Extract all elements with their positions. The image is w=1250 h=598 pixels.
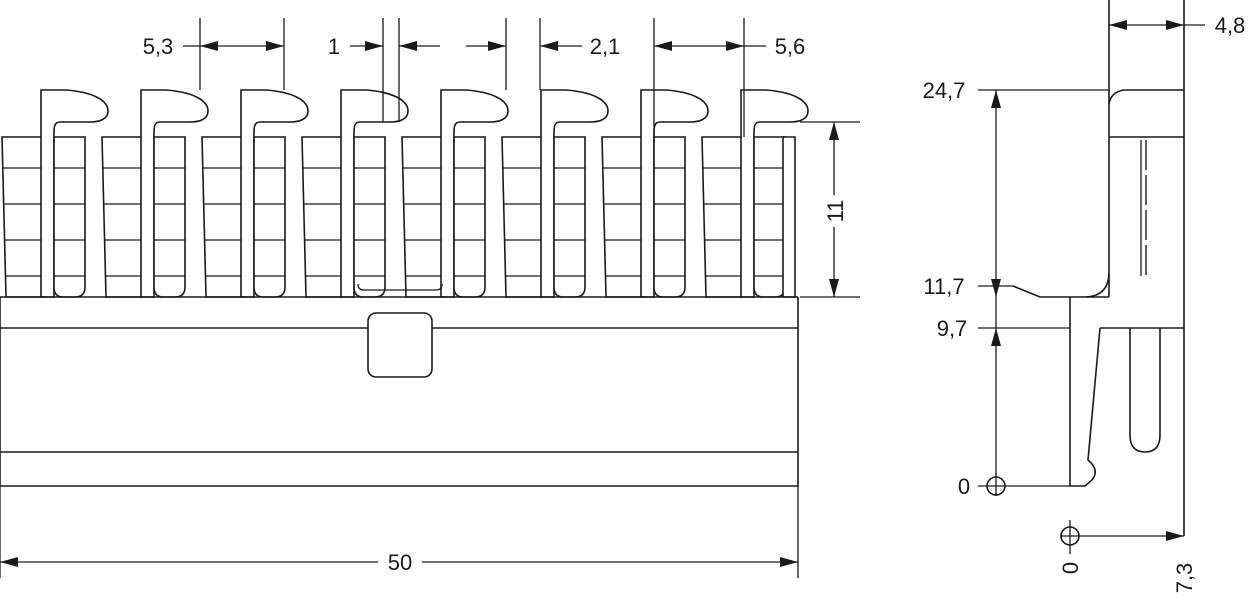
side-profile bbox=[1012, 0, 1185, 536]
dim-label: 5,3 bbox=[143, 34, 174, 59]
dim-label: 4,8 bbox=[1215, 13, 1246, 38]
dim-label: 24,7 bbox=[923, 78, 966, 103]
dim-pitch-left: 5,3 bbox=[143, 34, 284, 59]
dim-label: 1 bbox=[328, 34, 340, 59]
dim-width: 50 bbox=[0, 486, 799, 578]
dim-origin-y: 0 bbox=[958, 474, 1070, 499]
dim-top-width: 4,8 bbox=[1109, 13, 1245, 38]
dim-label: 9,7 bbox=[937, 316, 968, 341]
latch-window bbox=[367, 312, 433, 378]
dim-label: 5,6 bbox=[775, 34, 806, 59]
dim-label: 11,7 bbox=[923, 274, 964, 299]
comb-row bbox=[1, 89, 809, 298]
dim-h-mid: 11,7 bbox=[923, 274, 1013, 299]
dim-label: 11 bbox=[823, 200, 848, 223]
side-view: 4,8 24,7 11,7 9,7 0 bbox=[923, 0, 1245, 593]
dim-label: 0 bbox=[958, 474, 970, 499]
dim-depth: 0 7,3 bbox=[1058, 520, 1197, 593]
dim-label: 7,3 bbox=[1172, 563, 1197, 594]
dim-gap: 1 bbox=[328, 34, 440, 59]
dim-pitch-right: 5,6 bbox=[654, 34, 805, 59]
dim-height: 11 bbox=[800, 121, 860, 298]
dim-slot: 2,1 bbox=[466, 34, 620, 59]
dim-label: 0 bbox=[1058, 562, 1083, 574]
dim-label: 50 bbox=[388, 550, 412, 575]
front-view: 5,3 1 2,1 5,6 bbox=[0, 18, 860, 578]
dim-h-low: 9,7 bbox=[937, 316, 1070, 341]
dim-label: 2,1 bbox=[590, 34, 621, 59]
connector-body bbox=[0, 296, 799, 487]
dim-h-top: 24,7 bbox=[923, 78, 1110, 103]
